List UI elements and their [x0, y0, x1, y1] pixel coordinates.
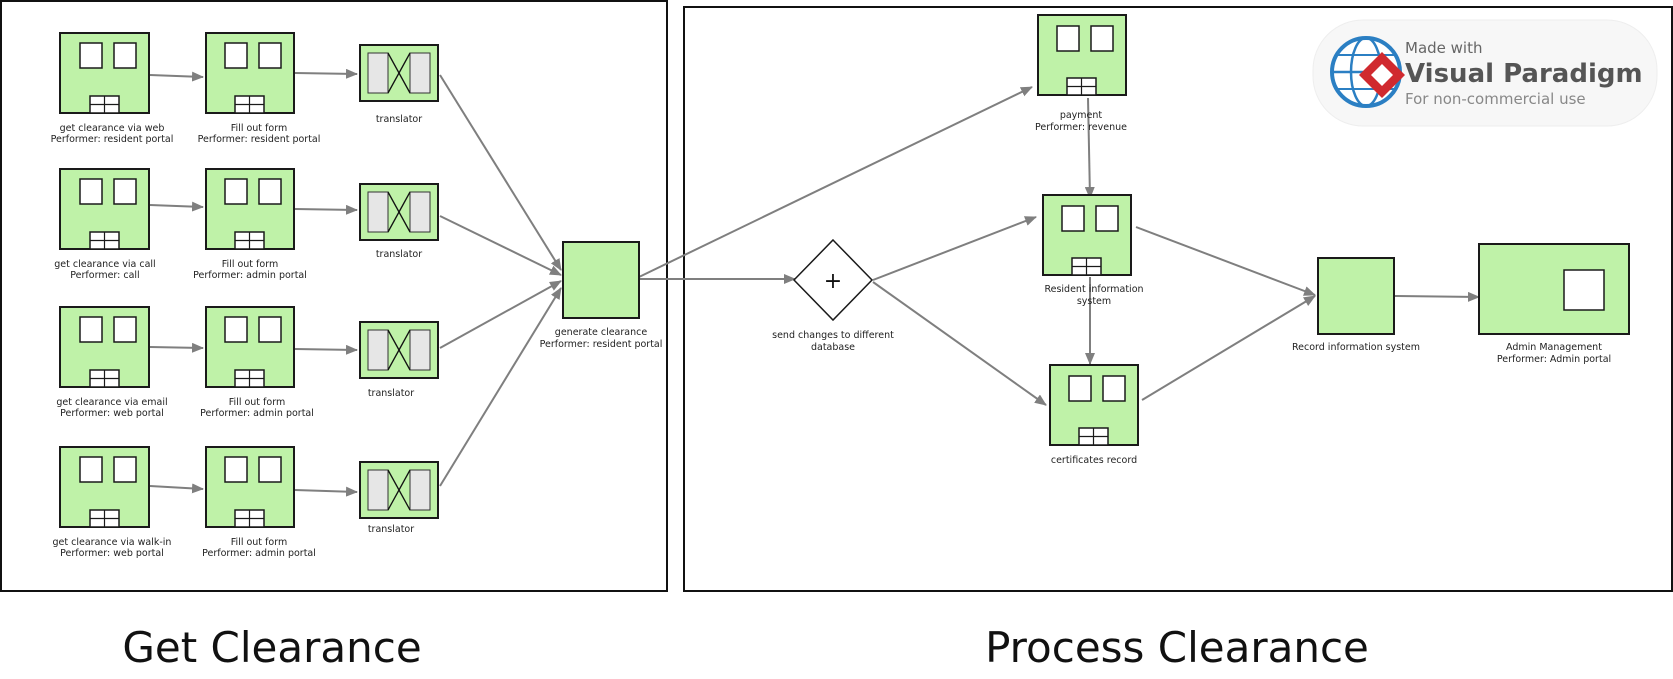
- node-generate-clearance[interactable]: generate clearance Performer: resident p…: [540, 241, 663, 350]
- node-label: Performer: admin portal: [193, 270, 307, 281]
- node-label: Performer: resident portal: [198, 134, 321, 145]
- node-translator-2[interactable]: translator: [359, 183, 439, 260]
- node-resident-information-system[interactable]: Resident information system: [1042, 194, 1144, 307]
- edge-gateway-to-resident: [872, 216, 1037, 281]
- node-get-web[interactable]: get clearance via web Performer: residen…: [51, 32, 174, 145]
- node-label: Performer: resident portal: [540, 339, 663, 350]
- node-label: send changes to different: [772, 330, 894, 341]
- node-label: Performer: Admin portal: [1497, 354, 1611, 365]
- node-translator-4[interactable]: translator: [359, 461, 439, 535]
- edge-email-to-form: [149, 342, 204, 353]
- edge-record-to-admin: [1394, 291, 1480, 302]
- node-label: Performer: web portal: [60, 548, 164, 559]
- node-label: Resident information: [1044, 284, 1143, 295]
- edges: [149, 68, 1480, 497]
- edge-certificates-to-record: [1141, 295, 1316, 401]
- node-form-2[interactable]: Fill out form Performer: admin portal: [193, 168, 307, 281]
- node-get-email[interactable]: get clearance via email Performer: web p…: [56, 306, 168, 419]
- node-record-information-system[interactable]: Record information system: [1292, 257, 1420, 353]
- node-label: get clearance via walk-in: [53, 537, 172, 548]
- watermark-line2: Visual Paradigm: [1405, 59, 1643, 89]
- node-label: Performer: revenue: [1035, 122, 1127, 133]
- node-label: translator: [368, 524, 414, 535]
- node-translator-3[interactable]: translator: [359, 321, 439, 399]
- node-label: Performer: web portal: [60, 408, 164, 419]
- edge-form-to-translator: [294, 486, 358, 497]
- edge-translator-to-generate: [439, 215, 562, 276]
- pool-process-clearance: [683, 6, 1673, 592]
- node-label: get clearance via call: [54, 259, 155, 270]
- node-label: Fill out form: [222, 259, 278, 270]
- edge-form-to-translator: [294, 204, 358, 215]
- gateway-plus-icon: +: [824, 269, 842, 294]
- globe-logo-icon: [1330, 36, 1405, 108]
- node-form-3[interactable]: Fill out form Performer: admin portal: [200, 306, 314, 419]
- node-label: translator: [368, 388, 414, 399]
- pool-title-right: Process Clearance: [985, 623, 1369, 672]
- node-label: database: [811, 342, 855, 353]
- pool-title-left: Get Clearance: [122, 623, 421, 672]
- node-label: Performer: call: [70, 270, 139, 281]
- watermark: Made with Visual Paradigm For non-commer…: [1312, 19, 1658, 127]
- node-payment[interactable]: payment Performer: revenue: [1035, 14, 1127, 133]
- watermark-line1: Made with: [1405, 39, 1482, 57]
- pool-get-clearance: [0, 0, 668, 592]
- edge-generate-to-payment: [638, 86, 1033, 278]
- edge-web-to-form: [149, 71, 204, 82]
- node-certificates-record[interactable]: certificates record: [1049, 364, 1139, 466]
- node-label: generate clearance: [555, 327, 648, 338]
- edge-walkin-to-form: [149, 483, 204, 494]
- edge-gateway-to-certificates: [872, 281, 1047, 406]
- node-label: Fill out form: [229, 397, 285, 408]
- edge-resident-to-record: [1135, 226, 1316, 296]
- node-form-1[interactable]: Fill out form Performer: resident portal: [198, 32, 321, 145]
- edge-payment-to-resident: [1084, 97, 1095, 199]
- node-get-call[interactable]: get clearance via call Performer: call: [54, 168, 156, 281]
- node-label: Performer: admin portal: [200, 408, 314, 419]
- node-label: Admin Management: [1506, 342, 1602, 353]
- node-admin-management[interactable]: Admin Management Performer: Admin portal: [1478, 243, 1630, 365]
- node-label: get clearance via email: [56, 397, 167, 408]
- node-label: Fill out form: [231, 123, 287, 134]
- node-label: Performer: resident portal: [51, 134, 174, 145]
- node-label: payment: [1060, 110, 1103, 121]
- node-get-walkin[interactable]: get clearance via walk-in Performer: web…: [53, 446, 172, 559]
- edge-form-to-translator: [294, 68, 358, 79]
- node-label: translator: [376, 249, 422, 260]
- node-label: Performer: admin portal: [202, 548, 316, 559]
- edge-translator-to-generate: [439, 74, 562, 271]
- node-translator-1[interactable]: translator: [359, 44, 439, 125]
- edge-form-to-translator: [294, 344, 358, 355]
- node-label: certificates record: [1051, 455, 1137, 466]
- node-form-4[interactable]: Fill out form Performer: admin portal: [202, 446, 316, 559]
- node-label: system: [1077, 296, 1111, 307]
- edge-translator-to-generate: [439, 280, 562, 349]
- node-label: Record information system: [1292, 342, 1420, 353]
- node-label: get clearance via web: [60, 123, 165, 134]
- node-label: translator: [376, 114, 422, 125]
- node-label: Fill out form: [231, 537, 287, 548]
- gateway-parallel[interactable]: + send changes to different database: [772, 238, 894, 353]
- edge-translator-to-generate: [439, 287, 562, 487]
- watermark-line3: For non-commercial use: [1405, 90, 1586, 108]
- edge-call-to-form: [149, 201, 204, 212]
